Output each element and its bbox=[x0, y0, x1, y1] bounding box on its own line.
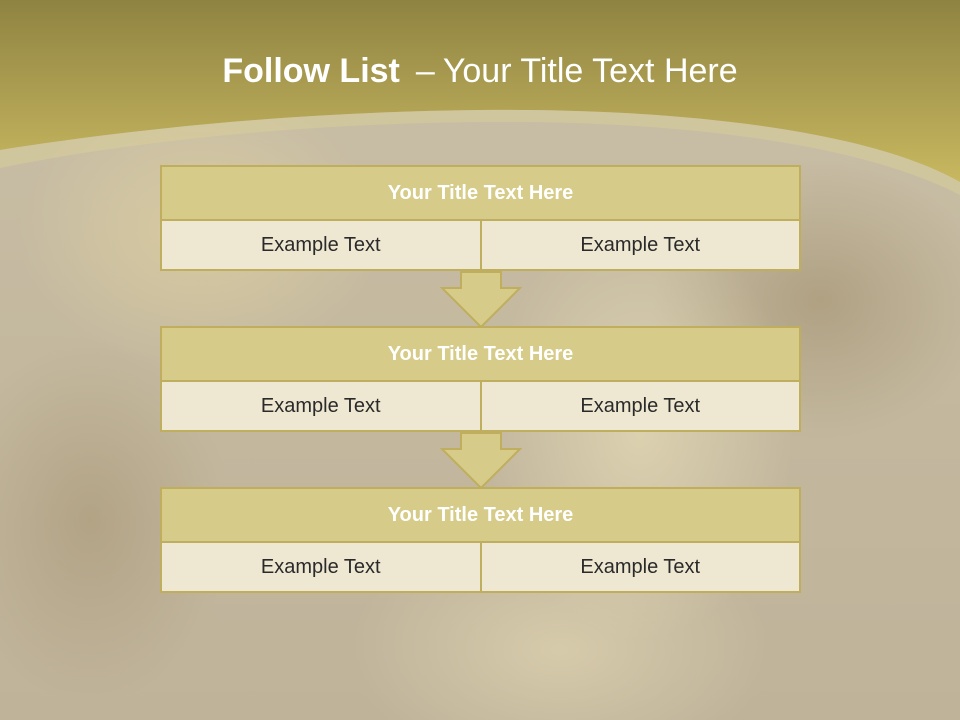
follow-group-1: Your Title Text Here Example Text Exampl… bbox=[160, 165, 801, 271]
follow-group-2: Your Title Text Here Example Text Exampl… bbox=[160, 326, 801, 432]
title-text: Your Title Text Here bbox=[442, 52, 738, 90]
example-text-left: Example Text bbox=[160, 382, 482, 432]
group-title: Your Title Text Here bbox=[160, 165, 801, 221]
slide-title: Follow List–Your Title Text Here bbox=[0, 52, 960, 91]
group-row: Example Text Example Text bbox=[160, 382, 801, 432]
example-text-left: Example Text bbox=[160, 543, 482, 593]
down-arrow-2 bbox=[440, 432, 522, 490]
group-title: Your Title Text Here bbox=[160, 326, 801, 382]
header-band bbox=[0, 0, 960, 195]
follow-group-3: Your Title Text Here Example Text Exampl… bbox=[160, 487, 801, 593]
group-row: Example Text Example Text bbox=[160, 543, 801, 593]
group-title: Your Title Text Here bbox=[160, 487, 801, 543]
down-arrow-1 bbox=[440, 271, 522, 329]
title-bold-part: Follow List bbox=[222, 52, 400, 90]
example-text-right: Example Text bbox=[481, 543, 801, 593]
example-text-right: Example Text bbox=[481, 221, 801, 271]
group-row: Example Text Example Text bbox=[160, 221, 801, 271]
example-text-left: Example Text bbox=[160, 221, 482, 271]
title-dash: – bbox=[415, 52, 435, 90]
example-text-right: Example Text bbox=[481, 382, 801, 432]
